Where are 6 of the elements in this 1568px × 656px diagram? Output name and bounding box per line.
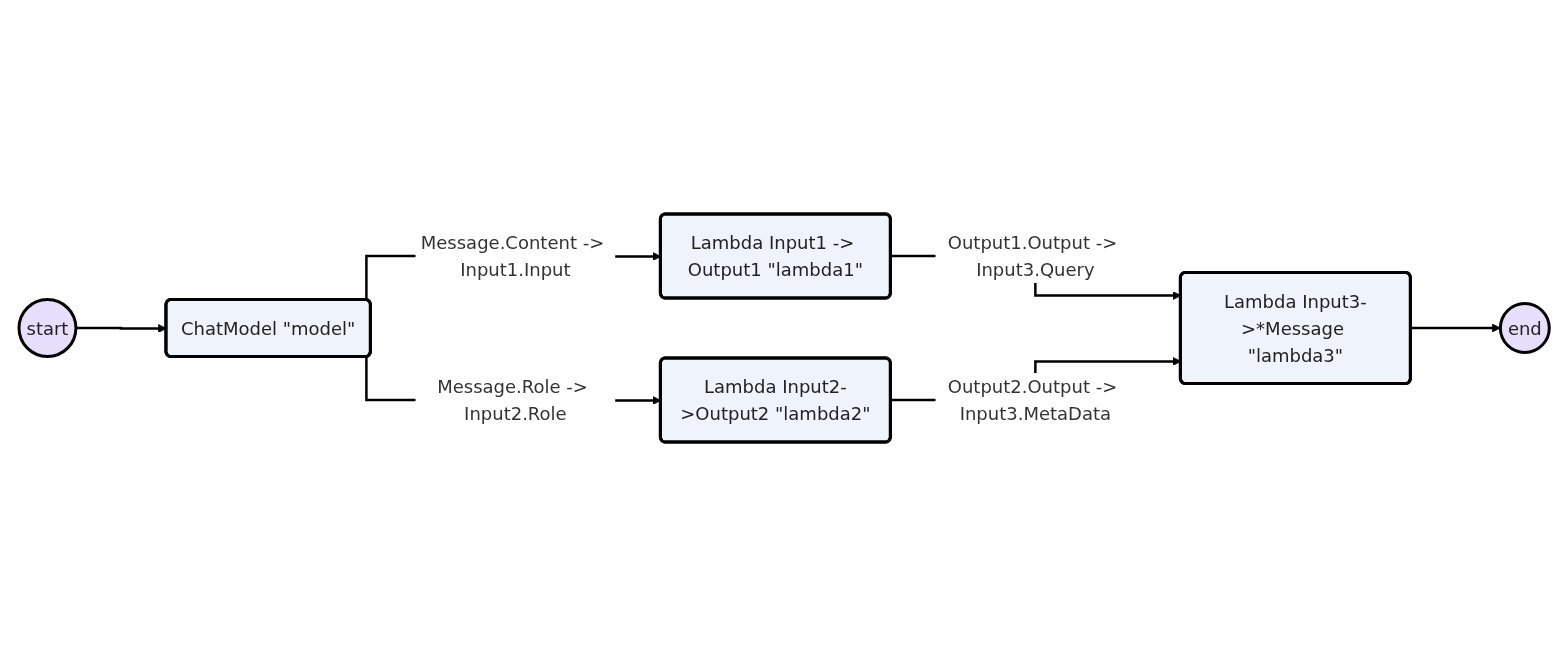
node-circle: start (17, 298, 78, 358)
node-circle: end (1498, 302, 1551, 354)
edge-label: Output2.Output -> Input3.MetaData (947, 376, 1118, 424)
edge-label: Output1.Output -> Input3.Query (947, 232, 1118, 280)
edge-label: Message.Role -> Input2.Role (437, 376, 588, 424)
edge-label: Message.Content -> Input1.Input (420, 232, 605, 280)
